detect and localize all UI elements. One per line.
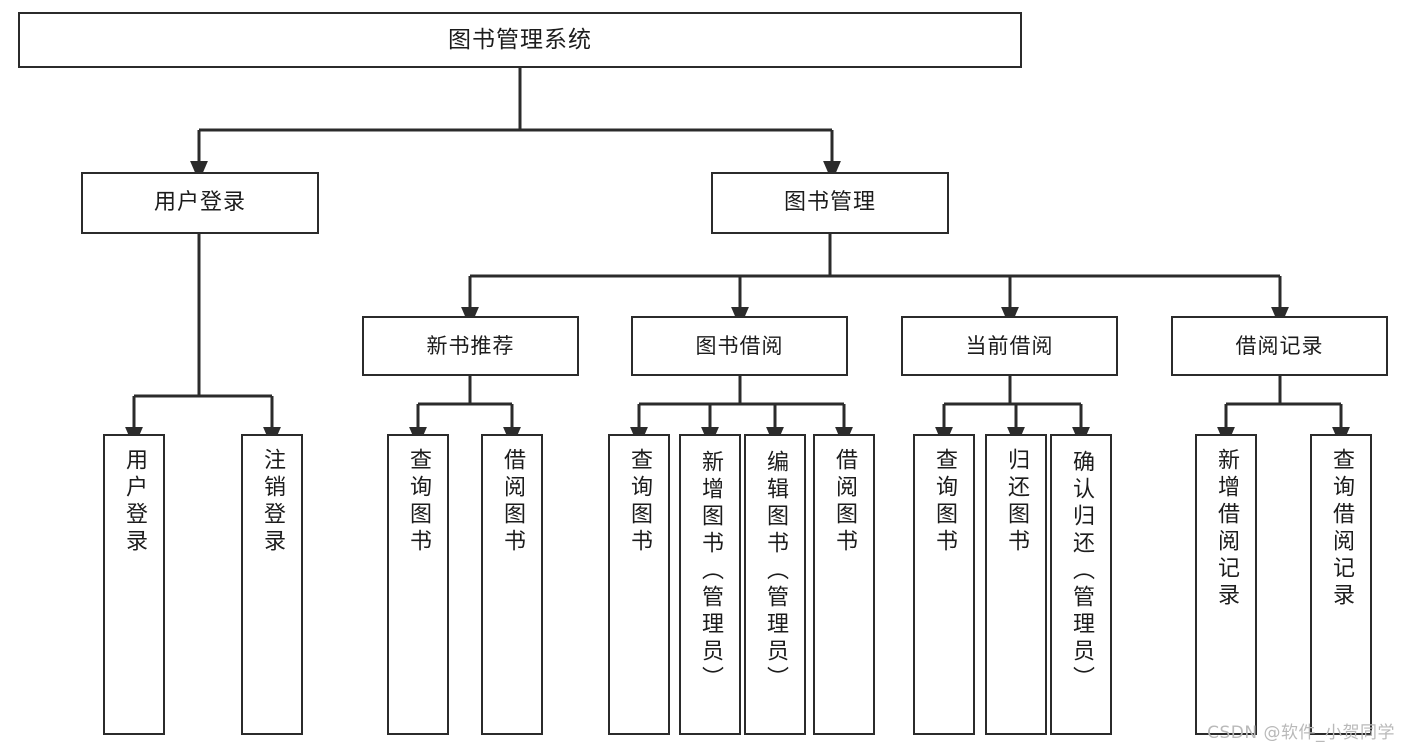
node-current-borrow[interactable]: 当前借阅: [901, 316, 1118, 376]
node-user-login-label: 用户登录: [153, 190, 246, 216]
leaf-add-borrow-record[interactable]: 新增借阅记录: [1195, 434, 1257, 735]
node-new-book-recommend-label: 新书推荐: [426, 333, 515, 358]
leaf-borrow-book-recommend[interactable]: 借阅图书: [481, 434, 543, 735]
leaf-query-book-current-label: 查询图书: [932, 448, 957, 556]
node-root[interactable]: 图书管理系统: [18, 12, 1022, 68]
leaf-query-book-borrow-label: 查询图书: [627, 448, 652, 556]
leaf-query-book-recommend[interactable]: 查询图书: [387, 434, 449, 735]
node-book-management[interactable]: 图书管理: [711, 172, 949, 234]
leaf-return-book-label: 归还图书: [1004, 448, 1029, 556]
leaf-user-login[interactable]: 用户登录: [103, 434, 165, 735]
leaf-edit-book-admin-label: 编辑图书（管理员）: [763, 450, 788, 693]
node-book-borrow[interactable]: 图书借阅: [631, 316, 848, 376]
leaf-add-borrow-record-label: 新增借阅记录: [1214, 448, 1239, 610]
node-book-management-label: 图书管理: [783, 190, 876, 216]
leaf-add-book-admin[interactable]: 新增图书（管理员）: [679, 434, 741, 735]
leaf-return-book[interactable]: 归还图书: [985, 434, 1047, 735]
leaf-add-book-admin-label: 新增图书（管理员）: [698, 450, 723, 693]
node-book-borrow-label: 图书借阅: [695, 333, 784, 358]
node-user-login[interactable]: 用户登录: [81, 172, 319, 234]
leaf-borrow-book-label: 借阅图书: [832, 448, 857, 556]
leaf-query-book-borrow[interactable]: 查询图书: [608, 434, 670, 735]
leaf-query-book-recommend-label: 查询图书: [406, 448, 431, 556]
leaf-confirm-return-admin-label: 确认归还（管理员）: [1069, 450, 1094, 693]
node-borrow-record[interactable]: 借阅记录: [1171, 316, 1388, 376]
leaf-borrow-book-recommend-label: 借阅图书: [500, 448, 525, 556]
leaf-query-borrow-record[interactable]: 查询借阅记录: [1310, 434, 1372, 735]
node-current-borrow-label: 当前借阅: [965, 333, 1054, 358]
leaf-query-borrow-record-label: 查询借阅记录: [1329, 448, 1354, 610]
leaf-logout[interactable]: 注销登录: [241, 434, 303, 735]
watermark: CSDN @软件_小贺同学: [1207, 723, 1395, 743]
leaf-user-login-label: 用户登录: [122, 448, 147, 556]
node-borrow-record-label: 借阅记录: [1235, 333, 1324, 358]
leaf-edit-book-admin[interactable]: 编辑图书（管理员）: [744, 434, 806, 735]
leaf-confirm-return-admin[interactable]: 确认归还（管理员）: [1050, 434, 1112, 735]
node-new-book-recommend[interactable]: 新书推荐: [362, 316, 579, 376]
leaf-query-book-current[interactable]: 查询图书: [913, 434, 975, 735]
leaf-borrow-book[interactable]: 借阅图书: [813, 434, 875, 735]
node-root-label: 图书管理系统: [448, 26, 592, 53]
leaf-logout-label: 注销登录: [260, 448, 285, 556]
